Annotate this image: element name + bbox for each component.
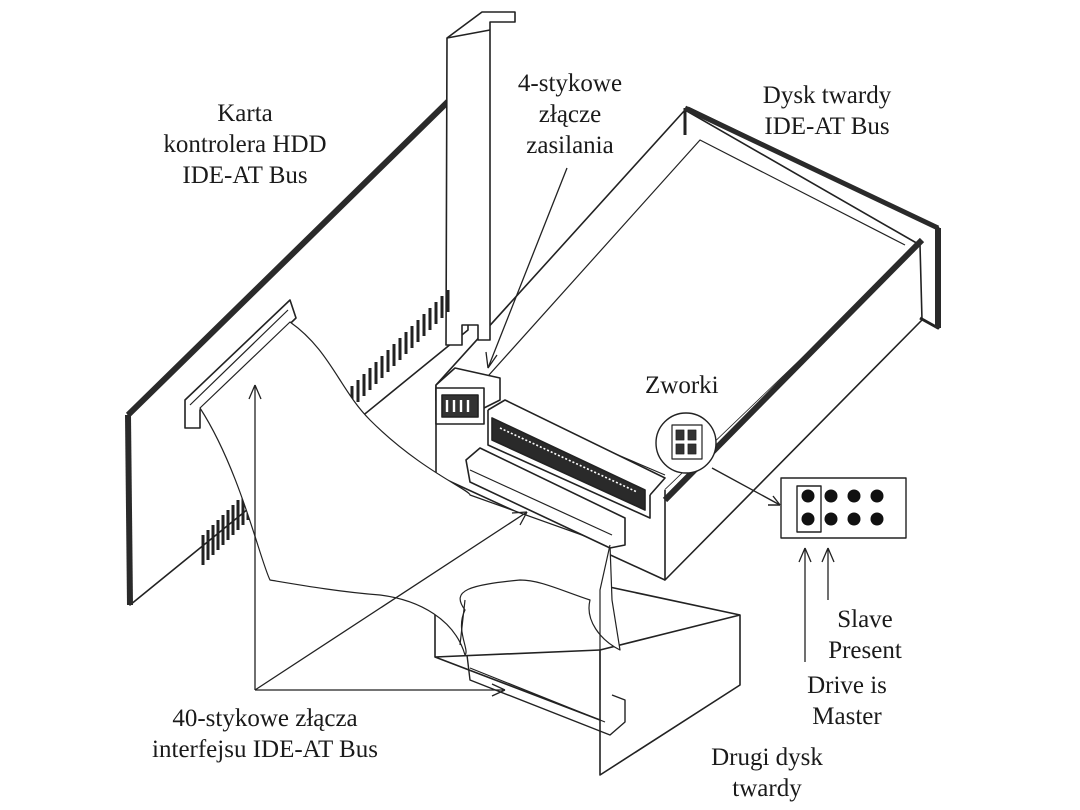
jumper-pin [801, 489, 815, 503]
slave-present-label: Slave Present [828, 606, 902, 664]
jumper-pin [824, 489, 838, 503]
jumper-pin [847, 489, 861, 503]
jumper-pin [801, 512, 815, 526]
drive-is-master-label: Drive is Master [807, 672, 887, 730]
jumpers-detail [655, 412, 781, 506]
leader-arrows [248, 167, 835, 697]
jumper-pin [870, 512, 884, 526]
jumper-block [780, 477, 907, 539]
jumper-pin [870, 489, 884, 503]
power-connector-label: 4-stykowe złącze zasilania [517, 70, 623, 159]
interface-connectors-label: 40-stykowe złącza interfejsu IDE-AT Bus [152, 705, 378, 763]
ribbon-cable [199, 321, 626, 700]
jumper-pin [824, 512, 838, 526]
jumpers-label: Zworki [645, 372, 719, 399]
disk-interface-connector [487, 399, 666, 519]
jumper-pin [847, 512, 861, 526]
hard-disk-label: Dysk twardy IDE-AT Bus [762, 82, 892, 140]
second-disk-label: Drugi dysk twardy [711, 744, 823, 802]
power-connector-socket [435, 367, 501, 425]
controller-card-label: Karta kontrolera HDD IDE-AT Bus [163, 100, 327, 189]
